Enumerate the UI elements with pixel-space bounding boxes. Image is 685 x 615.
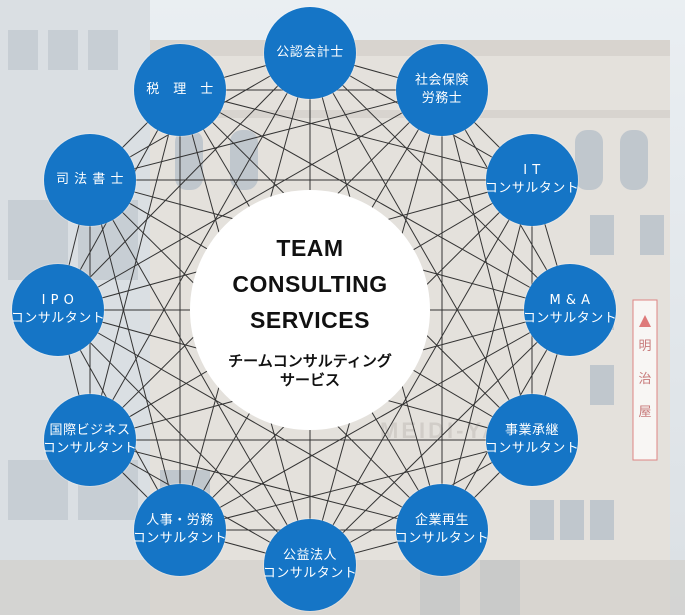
connection-line (57, 309, 311, 566)
node-revival[interactable]: 企業再生 コンサルタント (394, 484, 490, 576)
node-it-label-1: I T (523, 163, 541, 178)
connection-line (89, 179, 181, 531)
node-succession-label-1: 事業承継 (504, 423, 559, 438)
node-ma-label-2: コンサルタント (522, 311, 618, 326)
node-intl[interactable]: 国際ビジネス コンサルタント (42, 394, 138, 486)
connection-line (309, 309, 571, 566)
connection-line (89, 439, 443, 531)
center-subtitle-line-2: サービス (279, 371, 340, 389)
sign-char-1: 明 (638, 339, 651, 354)
connection-line (309, 179, 533, 566)
node-public-interest-label-1: 公益法人 (282, 548, 337, 563)
connection-line (179, 309, 571, 531)
connection-line (57, 309, 443, 531)
connection-line (89, 179, 311, 566)
connection-line (89, 89, 443, 181)
node-revival-label-1: 企業再生 (414, 513, 469, 528)
center-circle: TEAM CONSULTING SERVICES チームコンサルティング サービ… (190, 190, 430, 430)
connection-line (441, 89, 533, 441)
node-tax[interactable]: 税 理 士 (134, 44, 226, 136)
node-succession-label-2: コンサルタント (484, 441, 580, 456)
node-succession[interactable]: 事業承継 コンサルタント (484, 394, 580, 486)
connection-line (57, 89, 443, 311)
node-ipo-label-2: コンサルタント (10, 311, 106, 326)
connection-line (89, 52, 311, 441)
connection-line (179, 439, 533, 531)
connection-line (309, 52, 571, 311)
node-hr-label-2: コンサルタント (132, 531, 228, 546)
node-it[interactable]: I T コンサルタント (484, 134, 580, 226)
node-ma[interactable]: M & A コンサルタント (522, 264, 618, 356)
node-ipo[interactable]: I P O コンサルタント (10, 264, 106, 356)
sign-char-3: 屋 (638, 405, 651, 420)
node-labor-label-1: 社会保険 (414, 73, 469, 88)
node-hr[interactable]: 人事・労務 コンサルタント (132, 484, 228, 576)
connection-line (89, 89, 181, 441)
node-public-interest[interactable]: 公益法人 コンサルタント (262, 519, 358, 611)
node-tax-label: 税 理 士 (146, 82, 214, 97)
connection-line (441, 179, 533, 531)
node-ma-label-1: M & A (549, 293, 591, 308)
node-intl-label-2: コンサルタント (42, 441, 138, 456)
node-revival-label-2: コンサルタント (394, 531, 490, 546)
node-cpa[interactable]: 公認会計士 (264, 7, 356, 99)
node-labor-label-2: 労務士 (421, 91, 463, 106)
node-scrivener-label: 司 法 書 士 (56, 172, 124, 187)
connection-line (309, 52, 533, 441)
node-public-interest-label-2: コンサルタント (262, 566, 358, 581)
node-scrivener[interactable]: 司 法 書 士 (44, 134, 136, 226)
node-ipo-label-1: I P O (41, 293, 75, 308)
center-title-line-3: SERVICES (250, 307, 370, 333)
sign-char-2: 治 (638, 372, 651, 387)
node-cpa-label: 公認会計士 (276, 45, 344, 60)
connection-line (57, 52, 311, 311)
center-subtitle-line-1: チームコンサルティング (228, 352, 392, 370)
center-title-line-2: CONSULTING (232, 271, 388, 297)
center-title-line-1: TEAM (276, 235, 344, 261)
node-hr-label-1: 人事・労務 (146, 513, 214, 528)
connection-line (179, 89, 533, 181)
node-it-label-2: コンサルタント (484, 181, 580, 196)
connection-line (179, 89, 571, 311)
node-labor[interactable]: 社会保険 労務士 (396, 44, 488, 136)
node-intl-label-1: 国際ビジネス (49, 423, 131, 438)
